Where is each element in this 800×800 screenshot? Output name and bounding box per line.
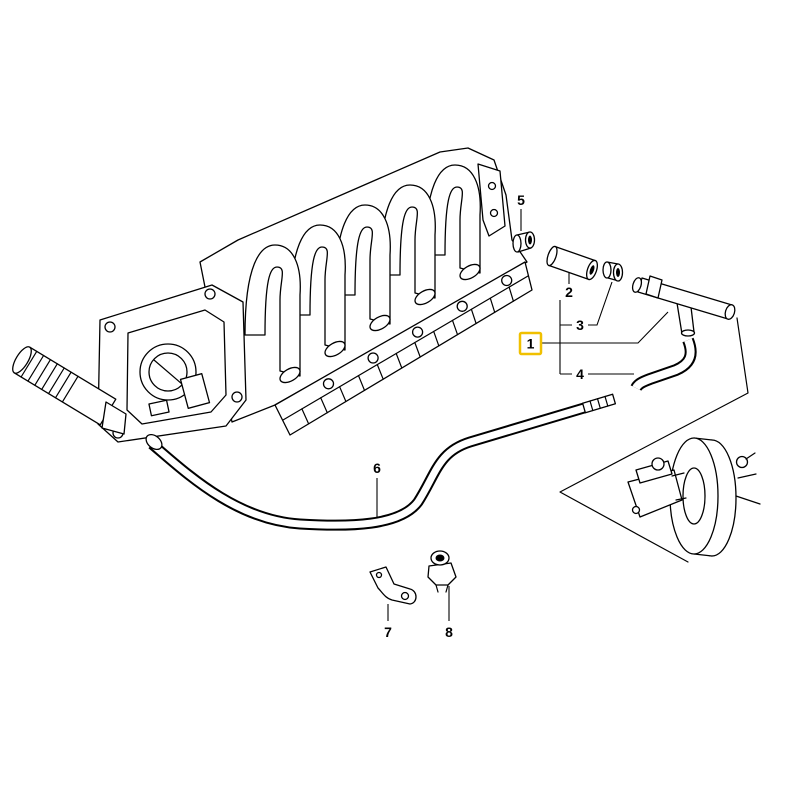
throttle-bolt xyxy=(231,391,243,403)
t-connector xyxy=(631,275,736,337)
hose-2-bore xyxy=(589,265,595,275)
callout-1-label[interactable]: 1 xyxy=(527,336,535,352)
throttle-sensor xyxy=(148,399,170,417)
flange-bolt xyxy=(456,300,468,312)
clamp-3-rear-edge xyxy=(602,261,612,279)
flange-mid-line xyxy=(282,275,529,421)
throttle-bolt xyxy=(204,288,216,300)
intake-runner-1 xyxy=(244,244,301,377)
callout-1[interactable]: 1 xyxy=(518,331,543,356)
callout-3[interactable]: 3 xyxy=(576,317,584,333)
intake-runner-4 xyxy=(379,184,436,299)
bracket-7-hole xyxy=(400,591,410,601)
callout-4-label[interactable]: 4 xyxy=(576,366,584,382)
leader-3 xyxy=(588,281,613,326)
callout-5-label[interactable]: 5 xyxy=(517,192,525,208)
bellows-elbow xyxy=(101,401,127,435)
throttle-valve-plate xyxy=(153,359,183,385)
throttle-actuator xyxy=(179,373,211,409)
intake-runner-2 xyxy=(289,224,346,351)
callout-4[interactable]: 4 xyxy=(576,366,584,382)
bracket-7 xyxy=(369,566,417,605)
runner-port-1 xyxy=(279,366,301,384)
intake-bellows-hose xyxy=(12,346,127,435)
hose-clamp-5 xyxy=(512,231,536,253)
booster-front-hub xyxy=(682,467,706,525)
rear-bracket-hole-upper xyxy=(487,181,497,191)
flange-bolt xyxy=(367,352,379,364)
booster-mount-studs xyxy=(671,472,761,505)
hose-2-left-end xyxy=(546,245,558,267)
clip-8-body xyxy=(427,562,457,586)
hose-clip-8 xyxy=(427,550,457,593)
bracket-7-rivet xyxy=(375,571,383,579)
reservoir-cap xyxy=(651,457,665,471)
callout-7-label[interactable]: 7 xyxy=(384,624,392,640)
bellows-ribs xyxy=(20,350,79,403)
manifold-rear-bracket xyxy=(477,163,506,237)
t-connector-collar xyxy=(645,275,663,299)
hose-clamp-3 xyxy=(602,261,624,282)
t-connector-left-nipple xyxy=(631,277,643,293)
rear-bracket-hole-lower xyxy=(489,208,499,218)
flange-bolt xyxy=(411,326,424,338)
leader-lines xyxy=(376,209,669,621)
hose-6-core xyxy=(149,404,586,529)
intake-runner-3 xyxy=(334,204,391,325)
callouts: 1 2 3 4 5 6 7 8 xyxy=(373,192,584,640)
flange-bolt xyxy=(501,274,513,287)
master-cylinder-port xyxy=(631,505,641,515)
booster-connection-lines xyxy=(559,317,749,563)
runner-port-4 xyxy=(414,288,436,306)
runner-port-3 xyxy=(369,314,391,332)
flange-bolt xyxy=(322,378,335,390)
clamp-3-bore xyxy=(616,268,620,277)
t-connector-branch-end xyxy=(680,329,696,337)
throttle-body xyxy=(97,284,247,443)
clamp-5-bore xyxy=(528,235,532,245)
clip-8-prong xyxy=(435,584,449,593)
runner-port-5 xyxy=(459,263,481,281)
callout-8-label[interactable]: 8 xyxy=(445,624,453,640)
vacuum-hose-6 xyxy=(145,393,617,531)
intake-manifold xyxy=(199,147,533,436)
hose-4 xyxy=(630,337,697,392)
hose-2 xyxy=(546,245,599,281)
callout-3-label[interactable]: 3 xyxy=(576,317,584,333)
flange-ribs xyxy=(301,286,514,425)
callout-5[interactable]: 5 xyxy=(517,192,525,208)
hose-4-core xyxy=(632,338,695,391)
runner-port-2 xyxy=(324,340,346,358)
clip-8-ring-bore xyxy=(435,554,445,562)
callout-8[interactable]: 8 xyxy=(445,624,453,640)
callout-6[interactable]: 6 xyxy=(373,460,381,476)
throttle-bolt xyxy=(104,321,116,333)
callout-7[interactable]: 7 xyxy=(384,624,392,640)
leader-set-bracket xyxy=(559,300,572,375)
callout-1-highlight-box[interactable] xyxy=(518,331,543,356)
intake-runner-5 xyxy=(424,164,481,274)
hose-6-fitting-ribs xyxy=(589,395,609,412)
callout-6-label[interactable]: 6 xyxy=(373,460,381,476)
booster-check-valve xyxy=(735,455,749,469)
callout-2-label[interactable]: 2 xyxy=(565,284,573,300)
callout-2[interactable]: 2 xyxy=(565,284,573,300)
brake-booster xyxy=(559,317,761,563)
bracket-7-plate xyxy=(369,566,417,605)
t-connector-right-end xyxy=(724,304,736,320)
leader-1 xyxy=(541,311,669,344)
flange-bolts xyxy=(322,274,513,390)
clamp-5-rear-edge xyxy=(512,234,522,253)
bellows-end-opening xyxy=(12,346,32,374)
check-valve-stub xyxy=(745,452,756,460)
hose-6-ring xyxy=(145,433,163,451)
